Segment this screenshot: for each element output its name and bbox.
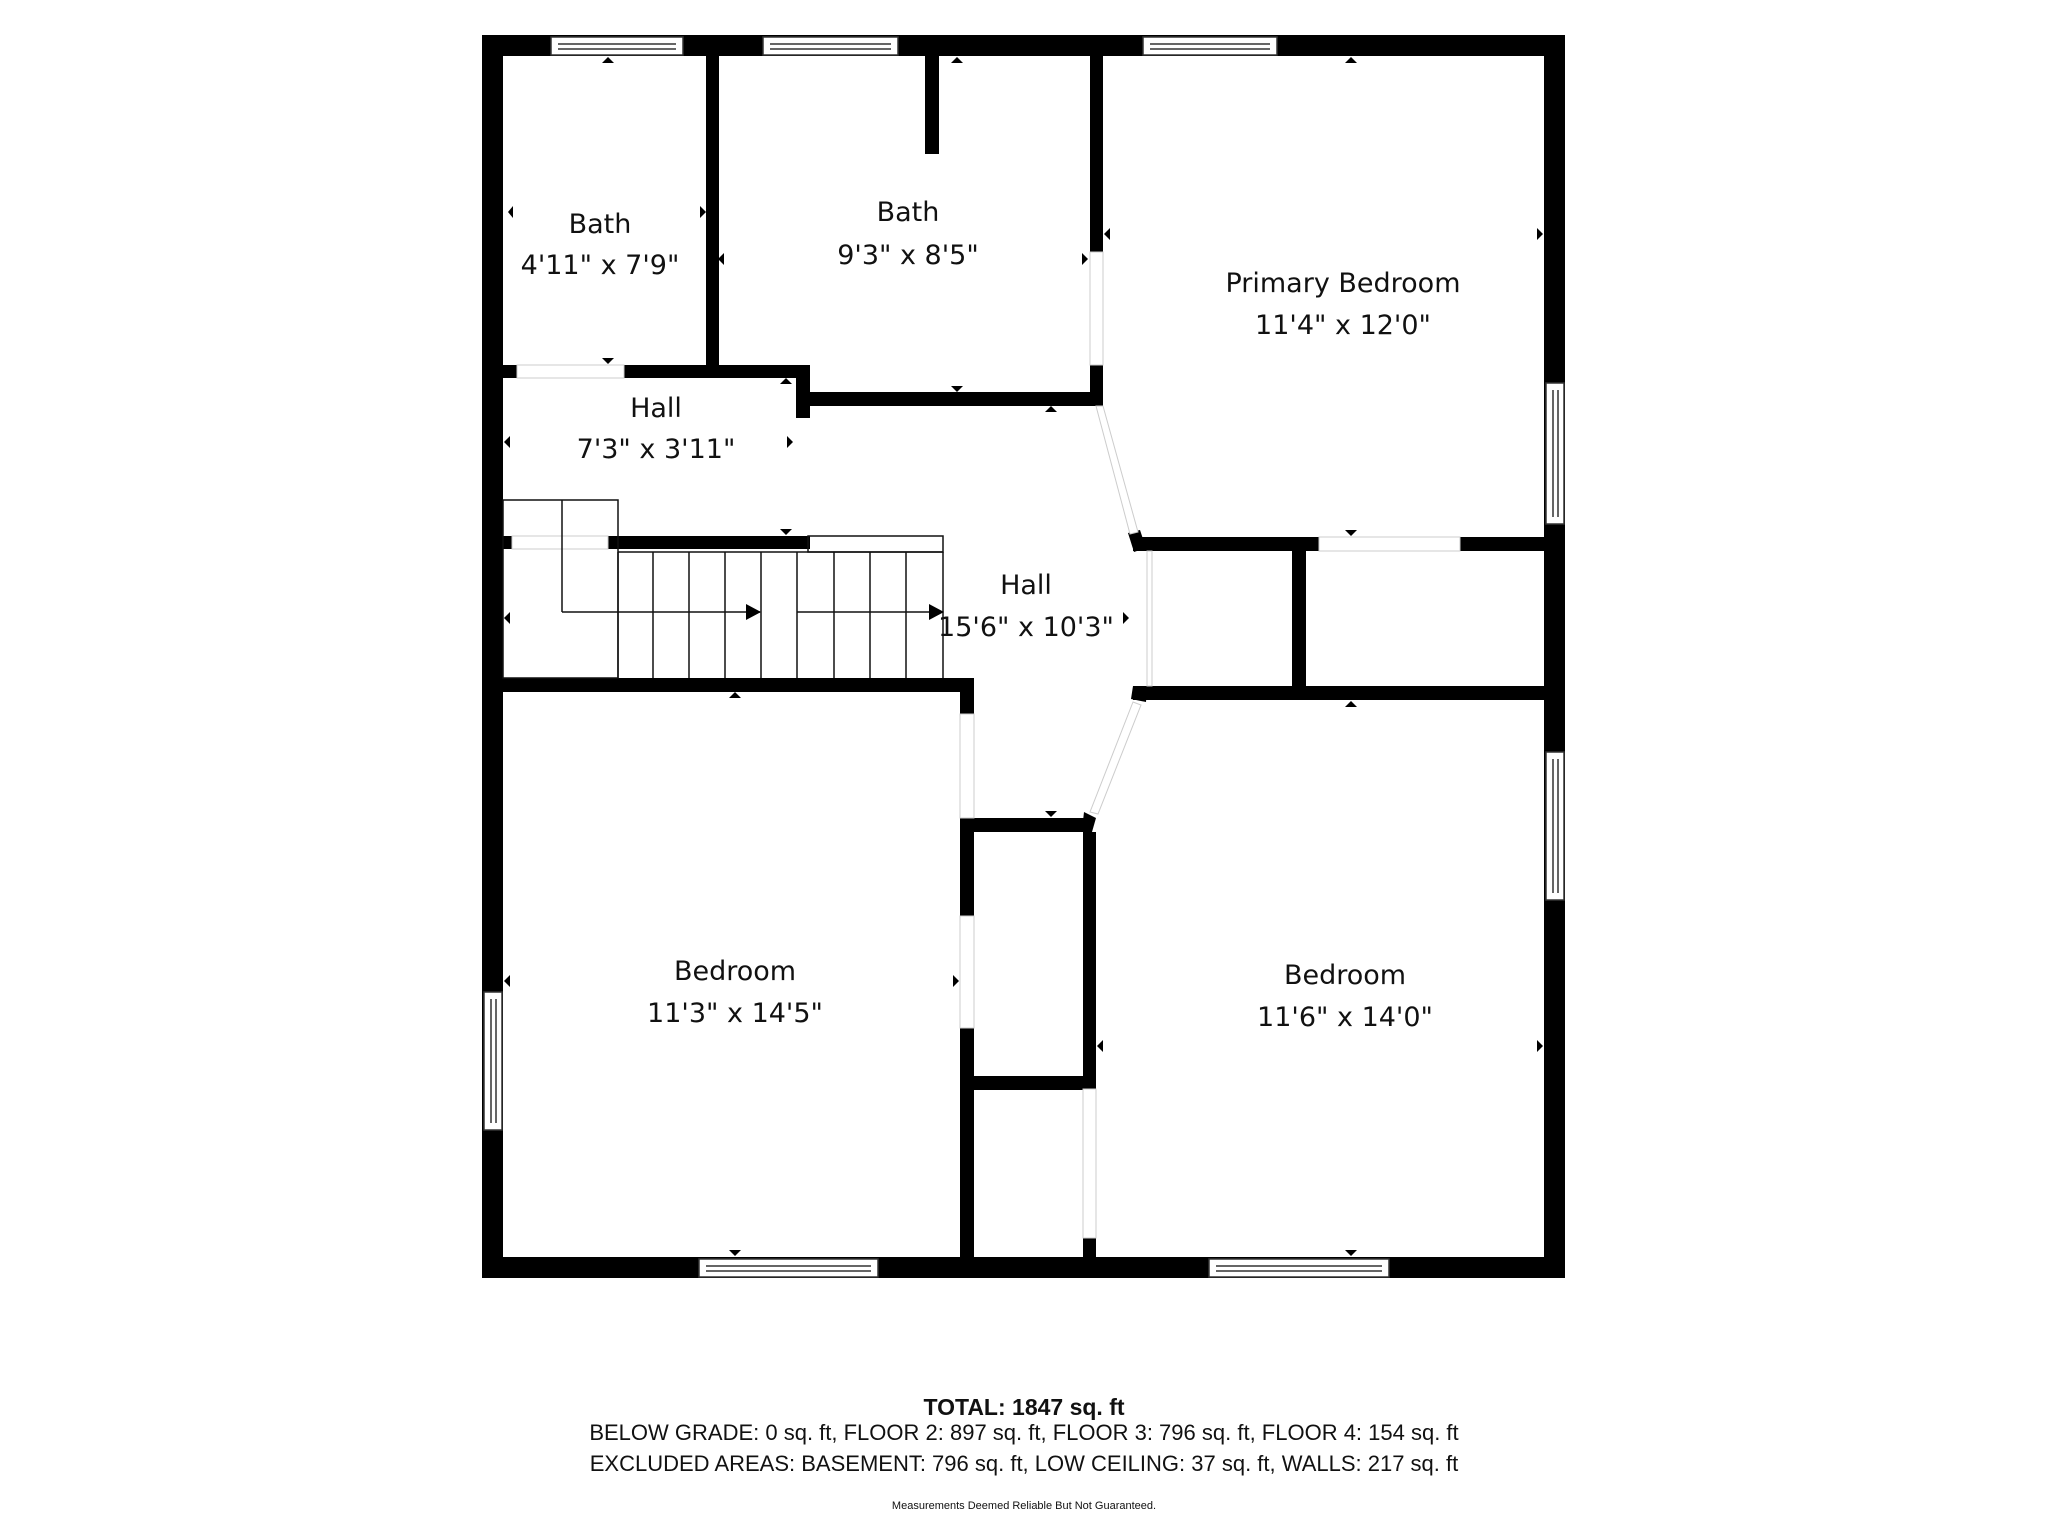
window-primary-right	[1545, 382, 1565, 525]
window-primary-top	[1142, 36, 1278, 56]
room-hall-small-name: Hall	[630, 393, 682, 424]
room-hall-large-dims: 15'6" x 10'3"	[938, 612, 1114, 643]
room-bedroom1-dims: 11'3" x 14'5"	[647, 998, 823, 1029]
staircase	[502, 499, 944, 679]
dimension-markers	[504, 57, 1543, 1256]
window-bath1-top	[550, 36, 684, 56]
window-bath2-top	[762, 36, 899, 56]
arrow-right-icon	[929, 604, 944, 620]
disclaimer: Measurements Deemed Reliable But Not Gua…	[891, 1500, 1157, 1512]
excluded-areas: EXCLUDED AREAS: BASEMENT: 796 sq. ft, LO…	[589, 1451, 1459, 1476]
walls	[482, 35, 1565, 1278]
room-labels: Bath 4'11" x 7'9" Bath 9'3" x 8'5" Prima…	[521, 197, 1461, 1033]
floor-area-breakdown: BELOW GRADE: 0 sq. ft, FLOOR 2: 897 sq. …	[589, 1420, 1459, 1445]
room-bath2-name: Bath	[877, 197, 940, 228]
window-bedroom2-bottom	[1208, 1258, 1390, 1278]
windows	[483, 36, 1565, 1278]
room-primary-bedroom-dims: 11'4" x 12'0"	[1255, 310, 1431, 341]
room-hall-large-name: Hall	[1000, 570, 1052, 601]
stair-arrows	[746, 604, 944, 620]
room-bath1-name: Bath	[569, 209, 632, 240]
window-bedroom2-right	[1545, 751, 1565, 901]
room-hall-small-dims: 7'3" x 3'11"	[577, 434, 736, 465]
room-primary-bedroom-name: Primary Bedroom	[1225, 268, 1460, 299]
window-bedroom1-left	[483, 991, 503, 1131]
window-bedroom1-bottom	[698, 1258, 879, 1278]
room-bath1-dims: 4'11" x 7'9"	[521, 250, 680, 281]
room-bath2-dims: 9'3" x 8'5"	[837, 240, 979, 271]
room-bedroom1-name: Bedroom	[674, 956, 796, 987]
room-bedroom2-dims: 11'6" x 14'0"	[1257, 1002, 1433, 1033]
openings	[511, 251, 1461, 1239]
arrow-right-icon	[746, 604, 761, 620]
room-bedroom2-name: Bedroom	[1284, 960, 1406, 991]
total-area: TOTAL: 1847 sq. ft	[923, 1394, 1125, 1420]
